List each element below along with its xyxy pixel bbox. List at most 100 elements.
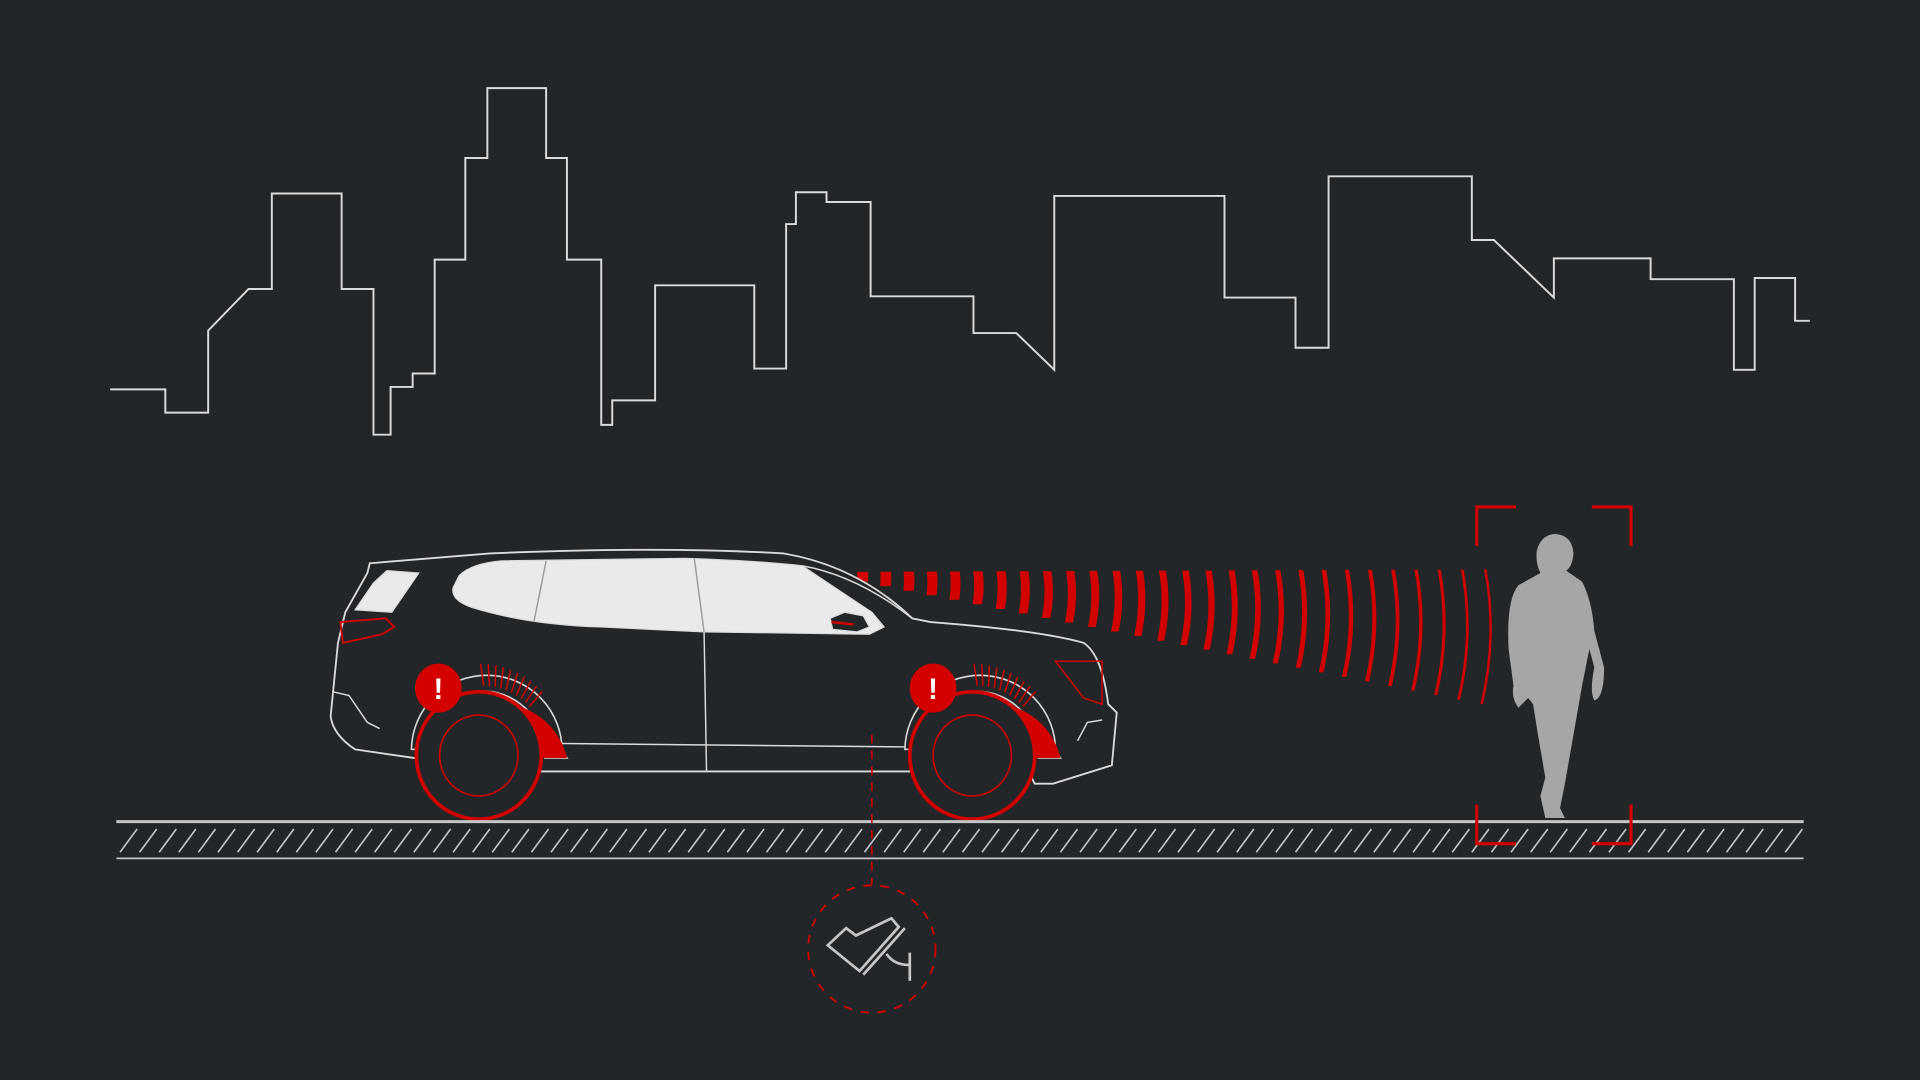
front-bumper-line <box>1076 719 1103 742</box>
radar-stripe <box>995 571 1007 609</box>
radar-stripe <box>1249 570 1261 659</box>
vehicle-lift-sensor-icon <box>807 884 937 1014</box>
hatch-mark <box>511 828 530 853</box>
dashed-circle <box>807 884 937 1014</box>
frame-corner-br <box>1591 804 1633 846</box>
frame-corner-tr <box>1591 505 1633 547</box>
vibration-tick <box>515 676 526 696</box>
hatch-mark <box>217 828 236 853</box>
hatch-mark <box>785 828 804 853</box>
vibration-tick <box>494 665 497 688</box>
radar-stripe <box>880 571 892 587</box>
radar-stripe <box>1041 571 1053 618</box>
hatch-mark <box>1432 828 1451 853</box>
hatch-mark <box>472 828 491 853</box>
rear-bumper-line <box>332 691 380 730</box>
hatch-mark <box>589 828 608 853</box>
hatch-mark <box>1608 828 1627 853</box>
hatch-mark <box>1647 828 1666 853</box>
frame-corner-bl <box>1475 804 1516 846</box>
city-skyline <box>110 87 1810 436</box>
door-line <box>703 631 708 772</box>
side-windows <box>452 557 886 635</box>
sill-line <box>538 742 907 748</box>
vibration-tick <box>1013 680 1025 700</box>
hatch-mark <box>1569 828 1588 853</box>
vibration-tick <box>524 685 538 703</box>
exclamation-warning-icon: ! <box>433 673 443 706</box>
warning-badge <box>415 663 462 713</box>
vibration-tick <box>993 667 998 689</box>
ground-tilt-line <box>862 927 906 976</box>
rim <box>932 714 1013 797</box>
hatch-mark <box>667 828 687 853</box>
pedestrian-silhouette <box>1508 533 1605 818</box>
road-hatch <box>119 828 1804 853</box>
hatch-mark <box>1353 828 1373 853</box>
radar-stripe <box>903 571 915 591</box>
vibration-tick <box>1004 672 1012 693</box>
hatch-mark <box>1412 828 1431 853</box>
radar-stripe <box>1018 571 1030 614</box>
mirror-indicator <box>831 620 854 626</box>
hatch-mark <box>1177 828 1196 853</box>
hatch-mark <box>805 828 824 853</box>
frame-corner-tl <box>1475 505 1516 547</box>
window-pillar <box>533 560 547 623</box>
hatch-mark <box>1079 828 1098 853</box>
hatch-mark <box>569 828 589 853</box>
hatch-mark <box>1138 828 1157 853</box>
radar-stripe <box>1364 569 1377 682</box>
hatch-mark <box>726 828 746 853</box>
hatch-mark <box>1529 828 1549 853</box>
hatch-mark <box>295 828 315 853</box>
hatch-mark <box>824 828 844 853</box>
hatch-mark <box>648 828 667 853</box>
radar-stripe <box>1295 570 1308 668</box>
hatch-mark <box>628 828 648 853</box>
radar-stripe <box>1434 569 1446 696</box>
hatch-mark <box>197 828 217 853</box>
hatch-mark <box>1451 828 1471 853</box>
radar-stripe <box>1134 570 1146 637</box>
wheel-alert: ! <box>904 663 1063 822</box>
hatch-mark <box>413 828 432 853</box>
hatch-mark <box>1059 828 1079 853</box>
hatch-mark <box>1196 828 1216 853</box>
hatch-mark <box>530 828 550 853</box>
hatch-mark <box>178 828 197 853</box>
hatch-mark <box>746 828 765 853</box>
hatch-mark <box>1510 828 1529 853</box>
window-pillar <box>693 558 705 632</box>
hatch-mark <box>1040 828 1059 853</box>
hatch-mark <box>1000 828 1020 853</box>
wheels: !! <box>410 663 1063 822</box>
hatch-mark <box>1118 828 1137 853</box>
hatch-mark <box>550 828 569 853</box>
vibration-tick <box>1018 685 1031 703</box>
radar-stripe <box>1341 569 1354 677</box>
hatch-mark <box>844 828 863 853</box>
hatch-mark <box>883 828 902 853</box>
warning-badge <box>909 663 957 713</box>
head-light <box>1054 660 1103 706</box>
hatch-mark <box>1549 828 1568 853</box>
hatch-mark <box>1745 828 1764 853</box>
radar-stripe <box>1272 570 1284 664</box>
vibration-tick <box>1009 676 1019 696</box>
hatch-mark <box>119 828 138 853</box>
hatch-mark <box>609 828 628 853</box>
hatch-mark <box>863 828 883 853</box>
hatch-mark <box>256 828 275 853</box>
radar-stripe <box>1318 570 1331 673</box>
hatch-mark <box>1098 828 1118 853</box>
rim <box>438 714 519 797</box>
radar-stripe <box>1480 569 1492 705</box>
rear-window <box>353 569 420 613</box>
hatch-mark <box>138 828 158 853</box>
angle-glyph <box>885 952 912 981</box>
hatch-mark <box>961 828 981 853</box>
vibration-tick <box>479 663 485 686</box>
